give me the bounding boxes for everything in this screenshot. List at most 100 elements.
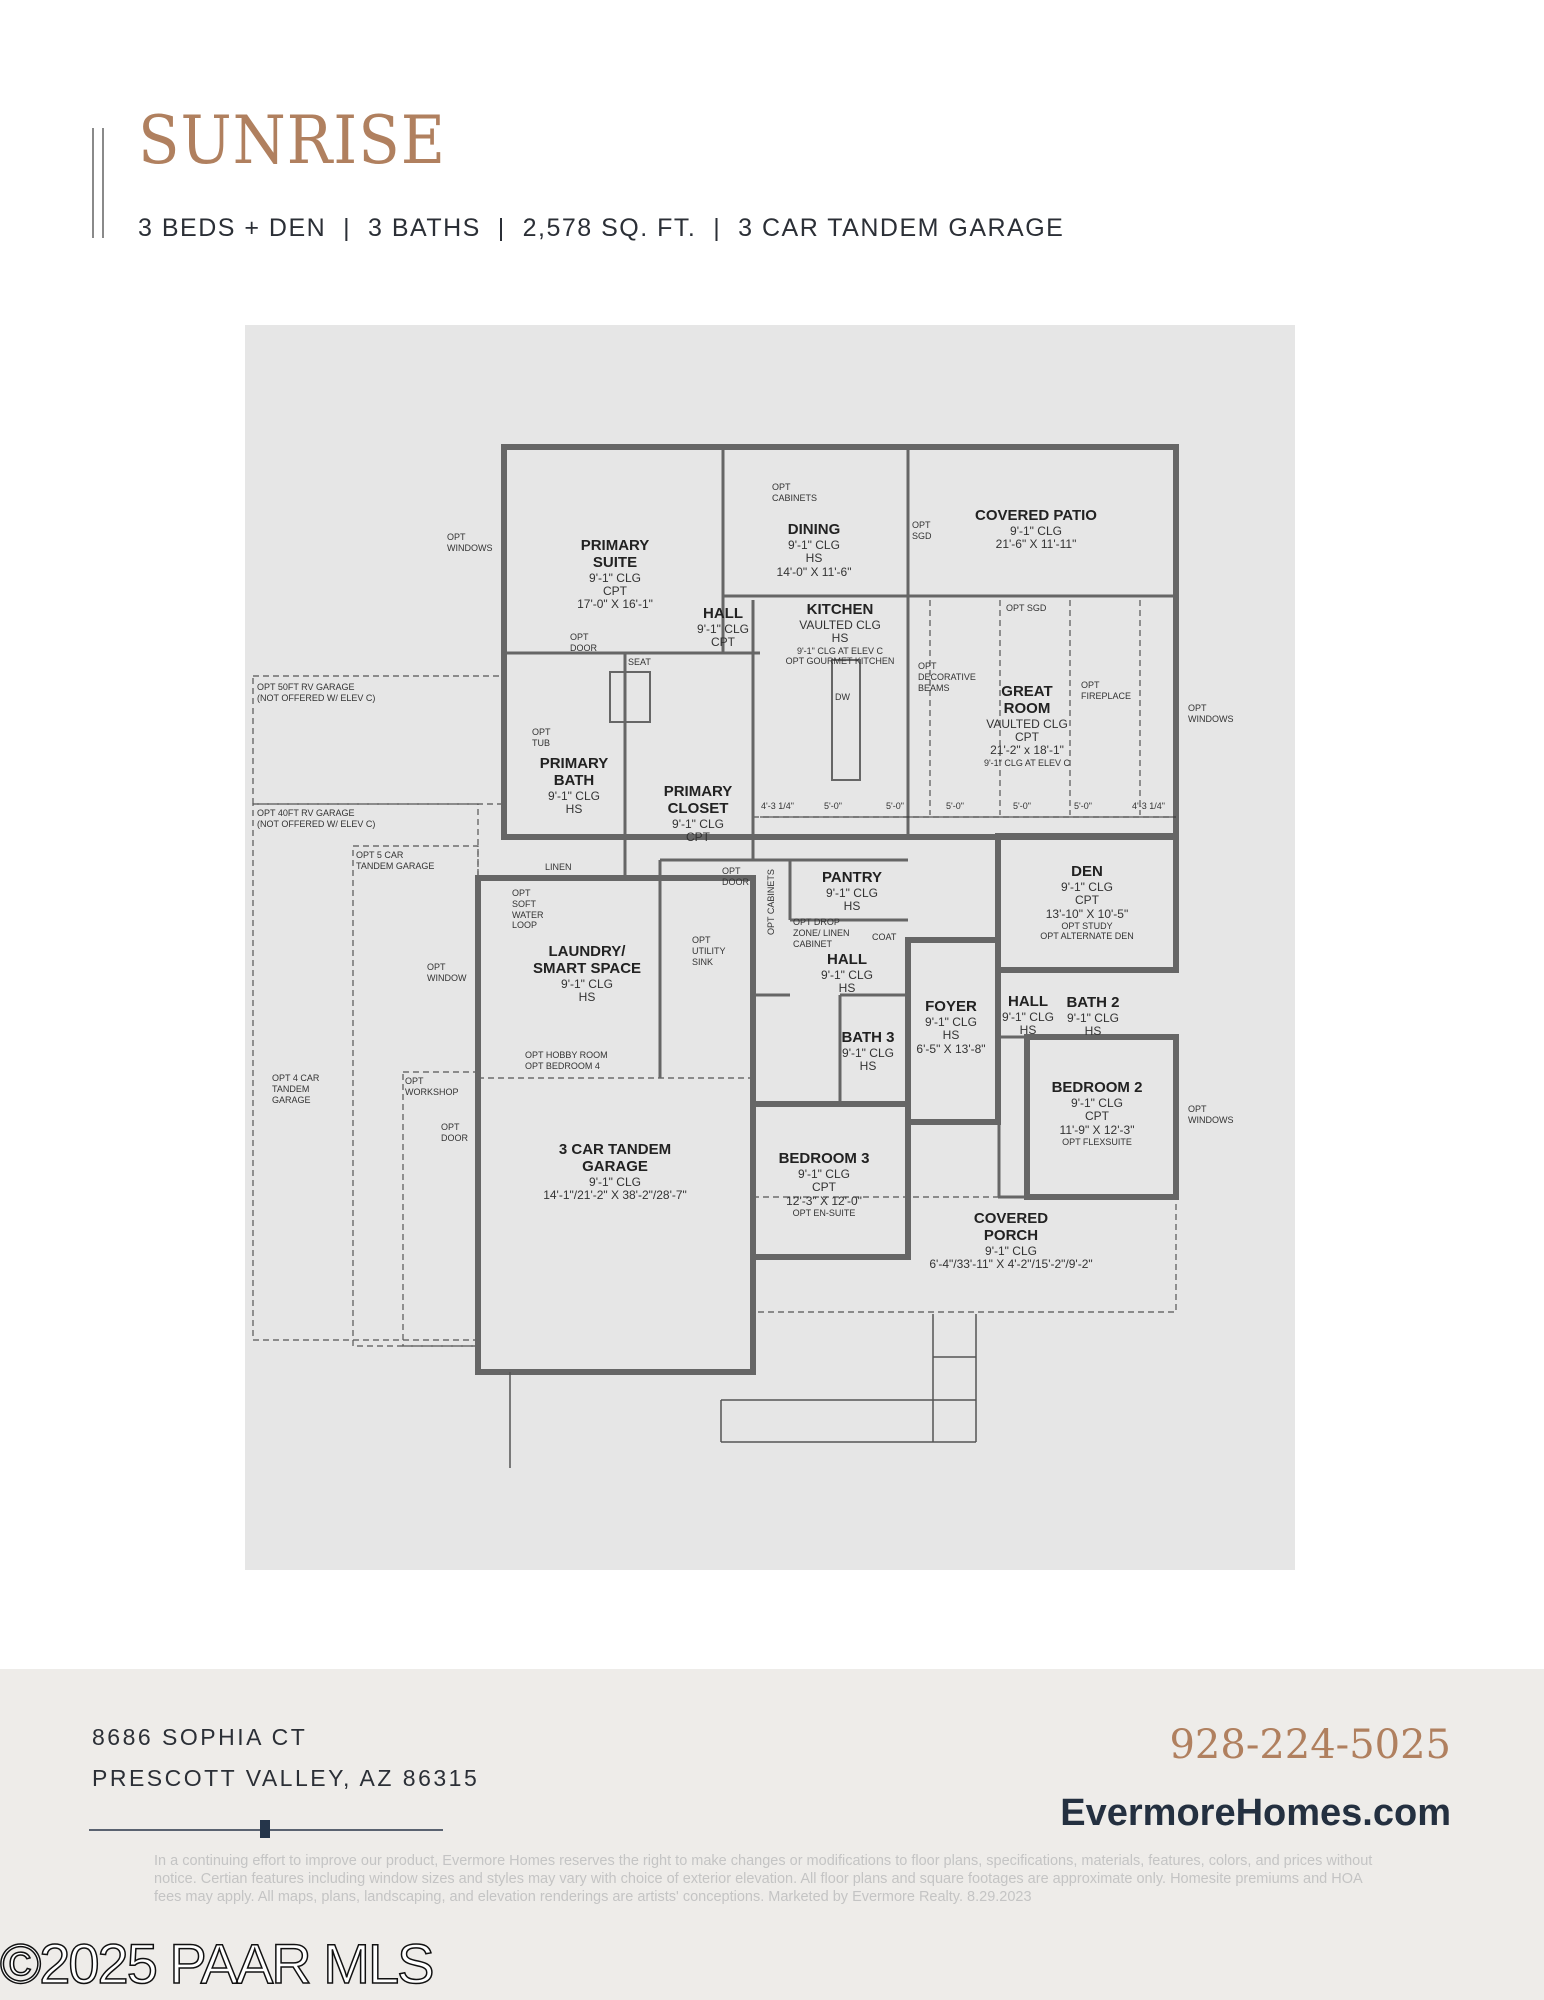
room-detail: 9'-1" CLG — [1061, 879, 1113, 894]
room-detail: 12'-3" X 12'-0" — [786, 1193, 862, 1208]
note-opt-50ft-rv: OPT 50FT RV GARAGE (NOT OFFERED W/ ELEV … — [257, 682, 376, 703]
room-name: COVERED — [973, 1210, 1049, 1227]
beam-dimension: 4'-3 1/4" — [761, 801, 794, 811]
room-detail: HS — [831, 631, 849, 646]
room-option: OPT GOURMET KITCHEN — [785, 655, 895, 666]
room-detail: 9'-1" CLG — [589, 570, 641, 585]
room-detail: 9'-1" CLG — [1071, 1095, 1123, 1110]
room-name: PRIMARY — [539, 755, 609, 772]
room-detail: 9'-1" CLG — [826, 885, 878, 900]
beam-dimension: 5'-0" — [946, 801, 964, 811]
room-detail: HS — [1084, 1024, 1102, 1039]
room-detail: VAULTED CLG — [799, 617, 881, 632]
beam-dimension: 5'-0" — [1074, 801, 1092, 811]
note-opt-sgd-1: OPT SGD — [912, 520, 932, 541]
note-opt-door-3: OPT DOOR — [441, 1122, 468, 1143]
note-opt-door-2: OPT DOOR — [722, 866, 749, 887]
room-option: OPT FLEXSUITE — [1062, 1137, 1132, 1148]
address-line-1: 8686 SOPHIA CT — [92, 1724, 308, 1750]
note-opt-utility-sink: OPT UTILITY SINK — [692, 935, 726, 967]
room-option: 9'-1" CLG AT ELEV C — [983, 757, 1071, 768]
room-name: FOYER — [925, 998, 977, 1015]
room-detail: HS — [859, 1059, 877, 1074]
beam-dimension: 4'-3 1/4" — [1132, 801, 1165, 811]
room-detail: HS — [805, 551, 823, 566]
room-name: GARAGE — [582, 1157, 648, 1175]
note-opt-4-car: OPT 4 CAR TANDEM GARAGE — [272, 1073, 320, 1105]
room-name: PRIMARY — [663, 783, 733, 800]
header-rule-right — [102, 128, 104, 238]
note-opt-door-1: OPT DOOR — [570, 632, 597, 653]
room-name: PANTRY — [822, 869, 882, 886]
website-link[interactable]: EvermoreHomes.com — [1060, 1792, 1451, 1834]
room-option: OPT STUDY — [1061, 921, 1113, 932]
room-detail: 9'-1" CLG — [561, 976, 613, 991]
room-option: OPT EN-SUITE — [792, 1208, 856, 1219]
room-name: LAUNDRY/ — [548, 943, 626, 960]
divider-marker — [260, 1820, 270, 1838]
driveway — [509, 1314, 977, 1468]
room-name: HALL — [1008, 993, 1048, 1010]
opt-workshop-outline — [402, 1071, 479, 1347]
note-opt-40ft-rv: OPT 40FT RV GARAGE (NOT OFFERED W/ ELEV … — [257, 808, 376, 829]
room-detail: HS — [578, 990, 596, 1005]
note-opt-hobby: OPT HOBBY ROOM OPT BEDROOM 4 — [525, 1050, 608, 1071]
note-opt-cabinets-2: OPT CABINETS — [766, 869, 776, 935]
phone-number[interactable]: 928-224-5025 — [1169, 1722, 1451, 1768]
room-detail: 9'-1" CLG — [821, 967, 873, 982]
interior-walls — [504, 447, 1176, 1199]
room-detail: 9'-1" CLG — [589, 1174, 641, 1189]
room-detail: CPT — [812, 1180, 836, 1195]
room-detail: 6'-4"/33'-11" X 4'-2"/15'-2"/9'-2" — [929, 1257, 1093, 1272]
note-opt-cabinets: OPT CABINETS — [772, 482, 818, 503]
room-name: PRIMARY — [580, 537, 650, 554]
room-detail: 9'-1" CLG — [548, 788, 600, 803]
room-detail: 9'-1" CLG — [798, 1166, 850, 1181]
note-opt-windows-1: OPT WINDOWS — [447, 532, 493, 553]
room-detail: HS — [565, 802, 583, 817]
room-name: ROOM — [1003, 699, 1051, 717]
mls-watermark: ©2025 PAAR MLS — [0, 1932, 435, 1995]
plan-specs: 3 BEDS + DEN | 3 BATHS | 2,578 SQ. FT. |… — [138, 214, 1065, 242]
room-name: SMART SPACE — [532, 959, 642, 977]
room-name: KITCHEN — [806, 601, 874, 618]
note-opt-sgd-2: OPT SGD — [1006, 603, 1047, 613]
room-detail: CPT — [1085, 1109, 1109, 1124]
covered-porch-outline — [752, 1196, 1177, 1313]
room-detail: 9'-1" CLG — [842, 1045, 894, 1060]
address-line-2: PRESCOTT VALLEY, AZ 86315 — [92, 1765, 480, 1791]
room-detail: 17'-0" X 16'-1" — [577, 597, 653, 612]
room-detail: 6'-5" X 13'-8" — [916, 1041, 986, 1056]
room-detail: 9'-1" CLG — [925, 1014, 977, 1029]
room-detail: 9'-1" CLG — [1002, 1009, 1054, 1024]
room-detail: 11'-9" X 12'-3" — [1059, 1122, 1135, 1137]
room-detail: 21'-2" x 18'-1" — [990, 743, 1064, 758]
plan-title: SUNRISE — [138, 102, 446, 179]
room-option: 9'-1" CLG AT ELEV C — [796, 645, 884, 656]
beam-dimension: 5'-0" — [1013, 801, 1031, 811]
room-name: DEN — [1071, 863, 1103, 880]
room-name: DINING — [787, 521, 841, 538]
note-opt-fireplace: OPT FIREPLACE — [1081, 680, 1132, 701]
room-name: BATH 3 — [841, 1029, 895, 1046]
floorplan-panel — [245, 325, 1295, 1570]
note-opt-windows-2: OPT WINDOWS — [1188, 703, 1234, 724]
note-linen: LINEN — [545, 862, 572, 872]
room-detail: 9'-1" CLG — [1067, 1010, 1119, 1025]
beam-dimension: 5'-0" — [886, 801, 904, 811]
room-name: 3 CAR TANDEM — [558, 1141, 672, 1158]
room-detail: 14'-1"/21'-2" X 38'-2"/28'-7" — [543, 1188, 687, 1203]
